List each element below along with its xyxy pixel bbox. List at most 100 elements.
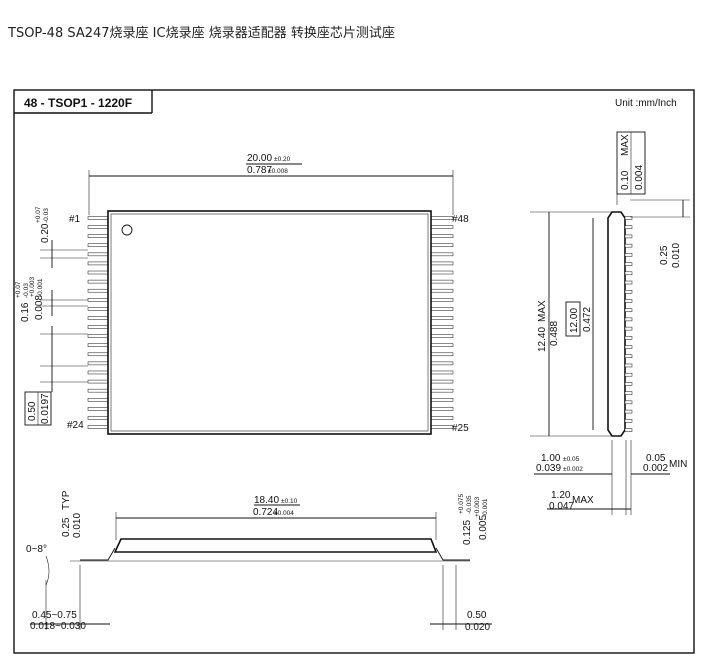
lead-pin — [87, 279, 109, 284]
lead-pin — [87, 334, 109, 338]
left-pin-row — [87, 216, 109, 429]
lead-pin — [430, 243, 454, 248]
lead-pin — [430, 388, 454, 393]
lead-pin — [87, 225, 109, 229]
lead-width-tol-plus: +0.07 — [35, 206, 42, 223]
lead-pin — [430, 270, 454, 275]
side-lead-pin — [624, 289, 633, 294]
typ-mm: 0.25 — [61, 517, 72, 537]
side-lead-pin — [624, 345, 633, 349]
width-max-label: MAX — [537, 300, 548, 322]
lead-pin — [87, 397, 109, 402]
lead-t-mm: 0.125 — [462, 520, 473, 545]
side-lead-pin — [624, 225, 633, 229]
lead-pin — [87, 370, 109, 375]
lead-pin — [87, 298, 109, 302]
lead-pin — [87, 343, 109, 347]
foot-in: 0.018~0.030 — [30, 621, 86, 632]
lead-pin — [87, 352, 109, 357]
package-name: 48 - TSOP1 - 1220F — [24, 96, 132, 110]
lead-pin — [87, 361, 109, 366]
body-len-mm-tol: ±0.10 — [281, 498, 298, 505]
chip-body-inner — [110, 213, 429, 432]
lead-pin — [87, 407, 109, 411]
length-in: 0.787 — [247, 165, 272, 176]
min-in: 0.002 — [643, 463, 668, 474]
unit-label: Unit :mm/Inch — [615, 98, 677, 109]
foot-mm: 0.45~0.75 — [32, 610, 77, 621]
lead-pin — [430, 334, 454, 338]
body-h-mm-tol: ±0.05 — [563, 456, 580, 463]
width-max-mm: 12.40 — [537, 327, 548, 352]
standoff-in: 0.010 — [671, 243, 682, 268]
lead-pin — [430, 288, 454, 293]
side-lead-pin — [624, 419, 633, 423]
side-lead-pin — [624, 308, 633, 312]
lead-pin — [430, 343, 454, 347]
right-pin-row — [430, 216, 454, 429]
side-view: 12.40 MAX 0.488 12.00 0.472 0.10 MAX 0.0… — [530, 131, 690, 515]
side-lead-pin — [624, 382, 633, 386]
thick-max-in: 0.004 — [634, 165, 645, 190]
lead-width-tol-minus: -0.03 — [43, 208, 50, 223]
lead-t-in: 0.005 — [478, 515, 489, 540]
body-len-mm: 18.40 — [254, 495, 279, 506]
lead-width2-tol-minus: -0.03 — [23, 283, 30, 298]
length-mm: 20.00 — [247, 153, 272, 164]
side-lead-pin — [624, 243, 633, 248]
body-h-in: 0.039 — [536, 463, 561, 474]
side-lead-pin — [624, 271, 633, 276]
lead-pin — [87, 243, 109, 248]
lead-pin — [430, 379, 454, 384]
front-leads — [80, 547, 470, 561]
pin24-label: #24 — [67, 420, 84, 431]
side-lead-pin — [624, 253, 633, 257]
top-view: #1 #24 #48 #25 20.00 ±0.20 0.787 ±0.008 … — [15, 153, 469, 435]
lead-pin — [430, 225, 454, 229]
total-h-mm: 1.20 — [551, 490, 571, 501]
width-mm: 12.00 — [569, 308, 580, 333]
side-lead-pin — [624, 400, 633, 405]
thick-max-label: MAX — [620, 134, 631, 156]
lead-pin — [87, 316, 109, 320]
min-mm: 0.05 — [646, 453, 666, 464]
angle-arc — [45, 555, 50, 586]
side-lead-pin — [624, 391, 633, 395]
lead-pin — [430, 425, 454, 429]
pitch-in: 0.0197 — [40, 393, 51, 424]
lead-pin — [430, 316, 454, 320]
lead-pin — [430, 397, 454, 402]
side-lead-pin — [624, 428, 633, 432]
thick-max-mm: 0.10 — [620, 170, 631, 190]
pitch-mm: 0.50 — [27, 401, 38, 421]
pin48-label: #48 — [452, 214, 469, 225]
chip-body-top — [107, 210, 432, 435]
lead-pin — [87, 325, 109, 329]
page-caption: TSOP-48 SA247烧录座 IC烧录座 烧录器适配器 转换座芯片测试座 — [8, 26, 395, 41]
foot2-mm: 0.50 — [467, 610, 487, 621]
lead-pin — [430, 407, 454, 411]
pin1-marker — [121, 224, 133, 236]
body-h-in-tol: ±0.002 — [563, 466, 583, 473]
total-h-in: 0.047 — [549, 501, 574, 512]
length-mm-tol: ±0.20 — [274, 156, 291, 163]
lead-t-mm-tol-minus: -0.035 — [466, 495, 473, 514]
typ-in: 0.010 — [72, 513, 83, 538]
body-len-in: 0.724 — [253, 507, 278, 518]
standoff-mm: 0.25 — [659, 245, 670, 265]
lead-width2-tol-plus: +0.07 — [15, 281, 22, 298]
body-h-mm: 1.00 — [541, 453, 561, 464]
lead-pin — [87, 288, 109, 293]
lead-pin — [87, 416, 109, 420]
side-lead-pin — [624, 336, 633, 340]
typ-label: TYP — [61, 490, 72, 510]
lead-t-in-tol-plus: +0.003 — [474, 497, 481, 517]
width-max-in: 0.488 — [549, 321, 560, 346]
total-h-label: MAX — [572, 495, 594, 506]
lead-pin — [87, 307, 109, 311]
lead-pin — [87, 379, 109, 384]
side-lead-pin — [624, 354, 633, 359]
side-lead-pin — [624, 363, 633, 368]
angle-label: 0~8° — [26, 544, 47, 555]
drawing-frame — [13, 89, 695, 654]
